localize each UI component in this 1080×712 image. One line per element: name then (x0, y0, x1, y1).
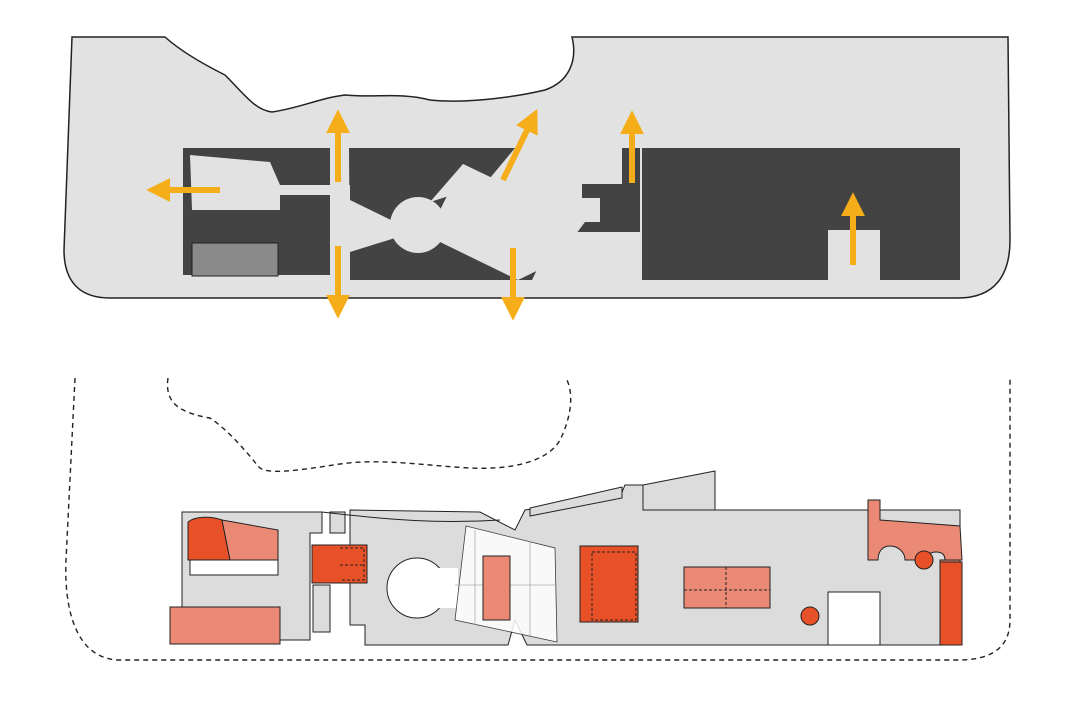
water-edge-dashed (166, 377, 572, 473)
storage-block (191, 242, 279, 277)
circulation-arrows (146, 108, 865, 321)
angled-roof-panel-2 (642, 470, 716, 511)
central-block (579, 545, 639, 623)
angled-roof-panel (529, 486, 623, 517)
east-bar (939, 561, 963, 646)
east-notch (583, 232, 640, 268)
round-void-gap (430, 568, 458, 608)
central-block-detail (591, 551, 637, 621)
east-table (683, 566, 771, 609)
round-hall (390, 197, 446, 253)
west-table (169, 606, 281, 645)
angled-hall (440, 164, 585, 280)
furniture-layout-plan (65, 377, 1011, 661)
west-room-opening (189, 559, 279, 576)
east-recess (827, 591, 881, 646)
site-boundary-dashed (65, 377, 1011, 661)
east-table-grid (684, 567, 770, 608)
round-stool (800, 606, 820, 626)
circulation-diagram (63, 36, 1011, 321)
gallery-display (482, 555, 511, 621)
courtyard-void (190, 155, 280, 210)
east-round-table (914, 550, 934, 570)
building-mass (183, 148, 960, 280)
circulation-void (330, 185, 405, 280)
small-room-detail (340, 547, 365, 581)
west-lounge-light (221, 519, 279, 561)
small-room-block (311, 544, 368, 584)
arrow-up-right (500, 108, 538, 182)
program-blocks (169, 499, 963, 646)
roof-fold (321, 511, 501, 523)
